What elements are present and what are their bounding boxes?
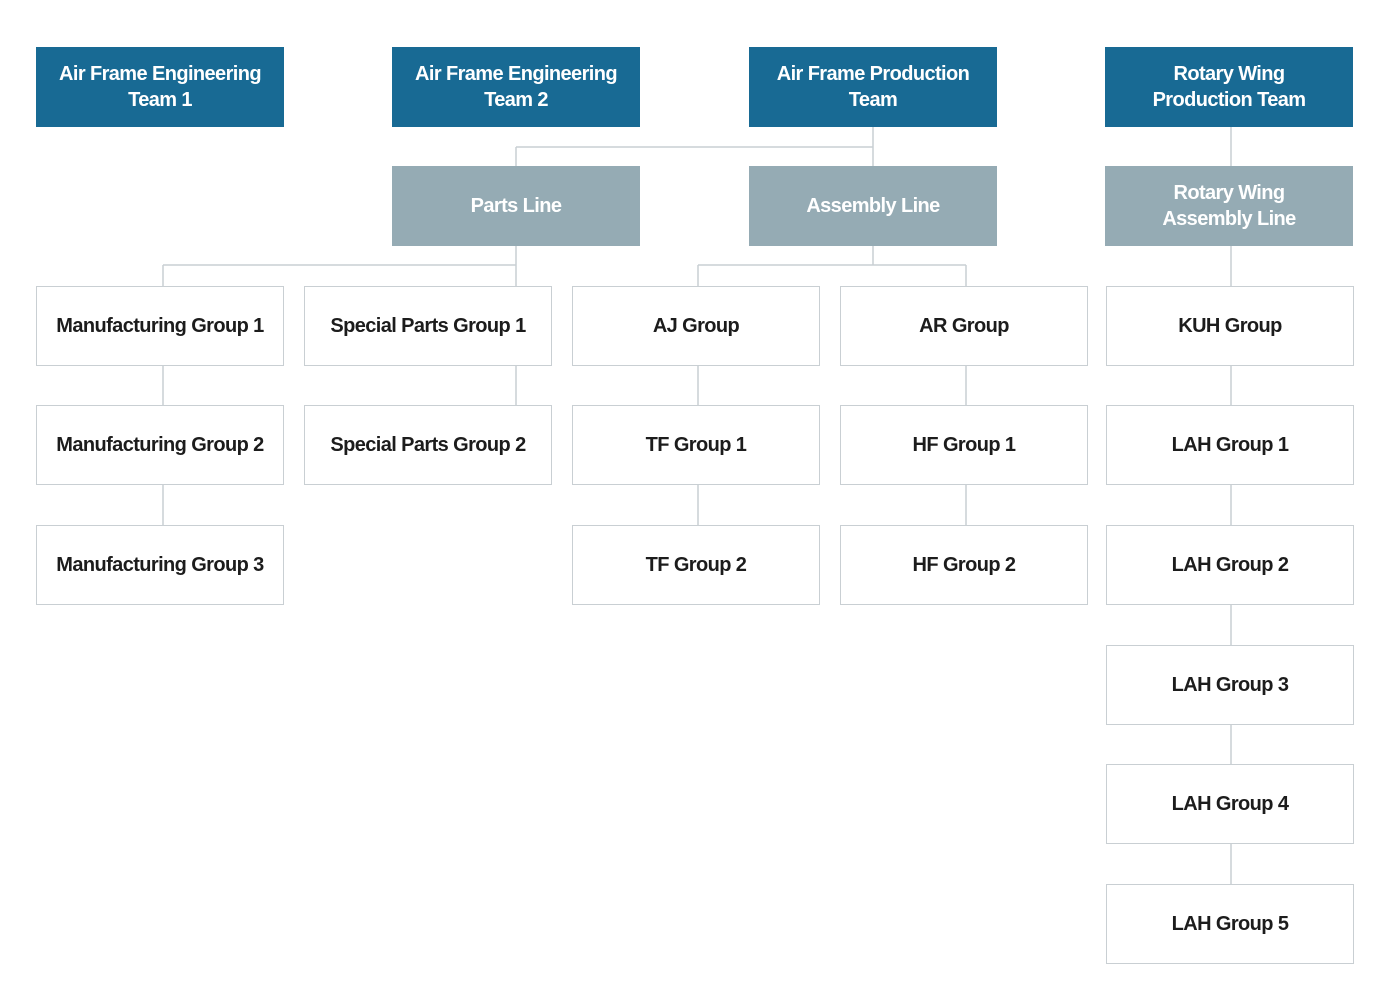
line-label: Rotary Wing Assembly Line <box>1162 182 1296 230</box>
group-label: Manufacturing Group 3 <box>56 554 264 576</box>
group-kuh: KUH Group <box>1106 286 1354 366</box>
group-special-parts-2: Special Parts Group 2 <box>304 405 552 485</box>
group-lah-4: LAH Group 4 <box>1106 764 1354 844</box>
group-manufacturing-2: Manufacturing Group 2 <box>36 405 284 485</box>
group-lah-5: LAH Group 5 <box>1106 884 1354 964</box>
team-air-frame-production: Air Frame Production Team <box>749 47 997 127</box>
team-air-frame-engineering-2: Air Frame Engineering Team 2 <box>392 47 640 127</box>
group-aj: AJ Group <box>572 286 820 366</box>
group-ar: AR Group <box>840 286 1088 366</box>
team-label: Air Frame Engineering Team 1 <box>59 63 262 111</box>
group-lah-1: LAH Group 1 <box>1106 405 1354 485</box>
team-rotary-wing-production: Rotary Wing Production Team <box>1105 47 1353 127</box>
group-label: Special Parts Group 2 <box>330 434 526 456</box>
group-label: TF Group 2 <box>645 554 747 576</box>
team-label: Rotary Wing Production Team <box>1152 63 1306 111</box>
group-label: KUH Group <box>1178 315 1282 337</box>
group-hf-1: HF Group 1 <box>840 405 1088 485</box>
group-label: LAH Group 5 <box>1171 913 1289 935</box>
group-lah-2: LAH Group 2 <box>1106 525 1354 605</box>
group-manufacturing-3: Manufacturing Group 3 <box>36 525 284 605</box>
group-label: TF Group 1 <box>645 434 747 456</box>
group-label: AJ Group <box>652 315 740 337</box>
team-label: Air Frame Production Team <box>776 63 970 111</box>
group-label: LAH Group 2 <box>1171 554 1289 576</box>
line-label: Assembly Line <box>806 195 940 217</box>
group-label: Special Parts Group 1 <box>330 315 526 337</box>
group-label: LAH Group 1 <box>1171 434 1289 456</box>
group-tf-2: TF Group 2 <box>572 525 820 605</box>
line-label: Parts Line <box>470 195 562 217</box>
group-label: HF Group 1 <box>912 434 1016 456</box>
group-lah-3: LAH Group 3 <box>1106 645 1354 725</box>
line-rotary-wing-assembly: Rotary Wing Assembly Line <box>1105 166 1353 246</box>
group-label: LAH Group 4 <box>1171 793 1289 815</box>
group-tf-1: TF Group 1 <box>572 405 820 485</box>
line-parts: Parts Line <box>392 166 640 246</box>
group-special-parts-1: Special Parts Group 1 <box>304 286 552 366</box>
team-label: Air Frame Engineering Team 2 <box>415 63 618 111</box>
group-label: HF Group 2 <box>912 554 1016 576</box>
group-label: AR Group <box>919 315 1009 337</box>
group-label: LAH Group 3 <box>1171 674 1289 696</box>
group-hf-2: HF Group 2 <box>840 525 1088 605</box>
line-assembly: Assembly Line <box>749 166 997 246</box>
group-manufacturing-1: Manufacturing Group 1 <box>36 286 284 366</box>
group-label: Manufacturing Group 1 <box>56 315 264 337</box>
team-air-frame-engineering-1: Air Frame Engineering Team 1 <box>36 47 284 127</box>
group-label: Manufacturing Group 2 <box>56 434 264 456</box>
